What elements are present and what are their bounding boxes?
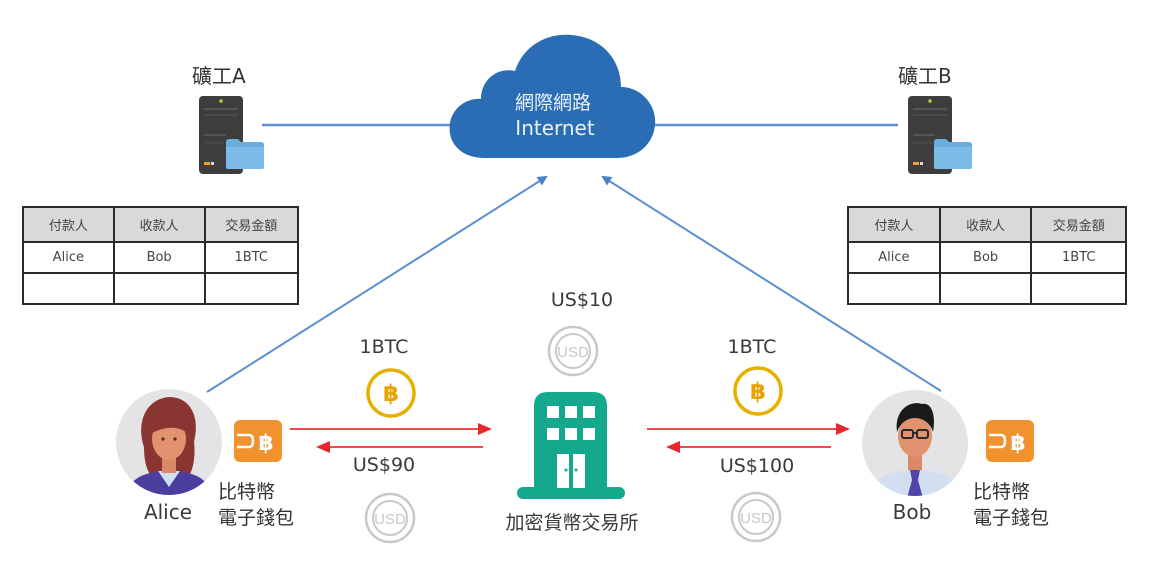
ledger-cell-payer bbox=[847, 272, 941, 305]
svg-text:USD: USD bbox=[557, 344, 589, 361]
ledger-header-row: 付款人 收款人 交易金額 bbox=[847, 206, 1127, 243]
miner-b-title: 礦工B bbox=[898, 64, 952, 88]
ledger-header-amount: 交易金額 bbox=[1030, 206, 1127, 243]
bob-to-exchange-label: US$100 bbox=[719, 455, 795, 477]
exchange-to-bob-label: 1BTC bbox=[727, 336, 777, 358]
svg-text:USD: USD bbox=[740, 510, 772, 527]
bob-wallet-label: 比特幣 電子錢包 bbox=[973, 479, 1049, 531]
ledger-header-payee: 收款人 bbox=[938, 206, 1033, 243]
ledger-header-payer: 付款人 bbox=[22, 206, 115, 243]
ledger-cell-amount bbox=[203, 272, 299, 305]
miner-a-ledger: 付款人 收款人 交易金額 Alice Bob 1BTC bbox=[22, 206, 299, 305]
svg-text:฿: ฿ bbox=[383, 381, 399, 407]
wallet-label-line2: 電子錢包 bbox=[973, 507, 1050, 529]
alice-to-exchange-label: 1BTC bbox=[359, 336, 409, 358]
ledger-cell-payer bbox=[22, 272, 115, 305]
ledger-header-row: 付款人 收款人 交易金額 bbox=[22, 206, 299, 243]
alice-broadcast-arrow bbox=[206, 175, 548, 393]
ledger-cell-payee bbox=[112, 272, 206, 305]
alice-avatar-icon bbox=[116, 389, 222, 495]
usd-coin-icon: USD bbox=[730, 491, 782, 543]
ledger-cell-amount: 1BTC bbox=[1030, 241, 1127, 274]
exchange-label: 加密貨幣交易所 bbox=[505, 512, 639, 534]
bob-bitcoin-wallet-icon: ฿ bbox=[986, 420, 1034, 462]
network-label-en: Internet bbox=[515, 116, 595, 140]
ledger-cell-amount bbox=[1030, 272, 1127, 305]
ledger-cell-payer: Alice bbox=[847, 241, 941, 274]
folder-icon bbox=[226, 139, 264, 169]
ledger-row: Alice Bob 1BTC bbox=[22, 241, 299, 274]
bob-broadcast-arrow bbox=[601, 175, 942, 392]
ledger-cell-payee: Bob bbox=[112, 241, 206, 274]
wallet-label-line2: 電子錢包 bbox=[218, 507, 295, 529]
ledger-header-payer: 付款人 bbox=[847, 206, 941, 243]
alice-bitcoin-wallet-icon: ฿ bbox=[234, 420, 282, 462]
ledger-cell-amount: 1BTC bbox=[203, 241, 299, 274]
svg-text:฿: ฿ bbox=[258, 431, 273, 456]
alice-name: Alice bbox=[143, 500, 193, 524]
bob-name: Bob bbox=[892, 500, 932, 524]
ledger-cell-payee: Bob bbox=[938, 241, 1033, 274]
svg-text:฿: ฿ bbox=[750, 379, 766, 405]
miner-a-title: 礦工A bbox=[192, 64, 246, 88]
svg-text:฿: ฿ bbox=[1010, 431, 1025, 456]
cloud-icon bbox=[449, 34, 656, 159]
exchange-fee-label: US$10 bbox=[550, 289, 614, 311]
ledger-cell-payer: Alice bbox=[22, 241, 115, 274]
usd-coin-icon: USD bbox=[364, 492, 416, 544]
ledger-header-amount: 交易金額 bbox=[203, 206, 299, 243]
wallet-label-line1: 比特幣 bbox=[973, 481, 1031, 503]
bitcoin-coin-icon: ฿ bbox=[366, 368, 416, 418]
miner-b-ledger: 付款人 收款人 交易金額 Alice Bob 1BTC bbox=[847, 206, 1127, 305]
exchange-to-alice-label: US$90 bbox=[352, 454, 416, 476]
alice-wallet-label: 比特幣 電子錢包 bbox=[218, 479, 294, 531]
bob-avatar-icon bbox=[862, 390, 968, 496]
folder-icon bbox=[934, 139, 972, 169]
bitcoin-coin-icon: ฿ bbox=[733, 366, 783, 416]
svg-text:USD: USD bbox=[374, 511, 406, 528]
wallet-label-line1: 比特幣 bbox=[218, 481, 276, 503]
network-label-zh: 網際網路 bbox=[514, 92, 592, 114]
ledger-row bbox=[847, 272, 1127, 305]
ledger-row: Alice Bob 1BTC bbox=[847, 241, 1127, 274]
ledger-row bbox=[22, 272, 299, 305]
ledger-cell-payee bbox=[938, 272, 1033, 305]
usd-coin-icon: USD bbox=[547, 325, 599, 377]
ledger-header-payee: 收款人 bbox=[112, 206, 206, 243]
building-icon bbox=[517, 392, 625, 499]
